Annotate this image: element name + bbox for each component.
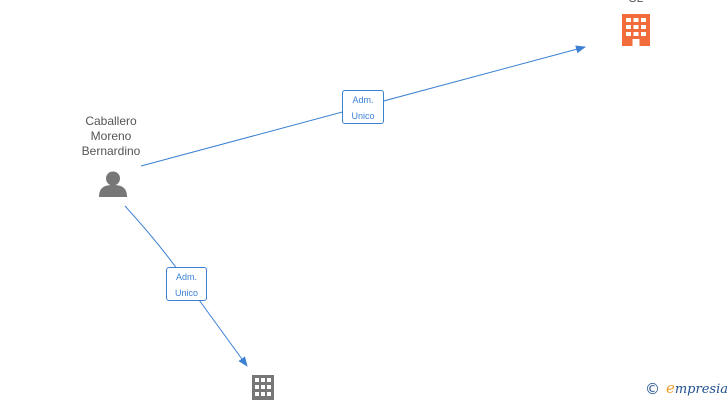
building-icon[interactable] — [622, 14, 650, 46]
company-name-label[interactable]: SL — [606, 0, 666, 6]
brand-rest: mpresia — [674, 382, 728, 397]
person-name-label[interactable]: Caballero Moreno Bernardino — [81, 114, 141, 158]
edge-label-bottom: Adm. Unico — [166, 267, 207, 301]
brand-initial: e — [665, 379, 675, 397]
person-icon[interactable] — [99, 171, 127, 198]
copyright-symbol: © — [644, 380, 660, 398]
empresia-logo: © empresia — [645, 379, 728, 399]
edge-label-top: Adm. Unico — [342, 90, 384, 124]
building-icon[interactable] — [252, 375, 274, 400]
brand-wordmark: empresia — [666, 378, 728, 400]
